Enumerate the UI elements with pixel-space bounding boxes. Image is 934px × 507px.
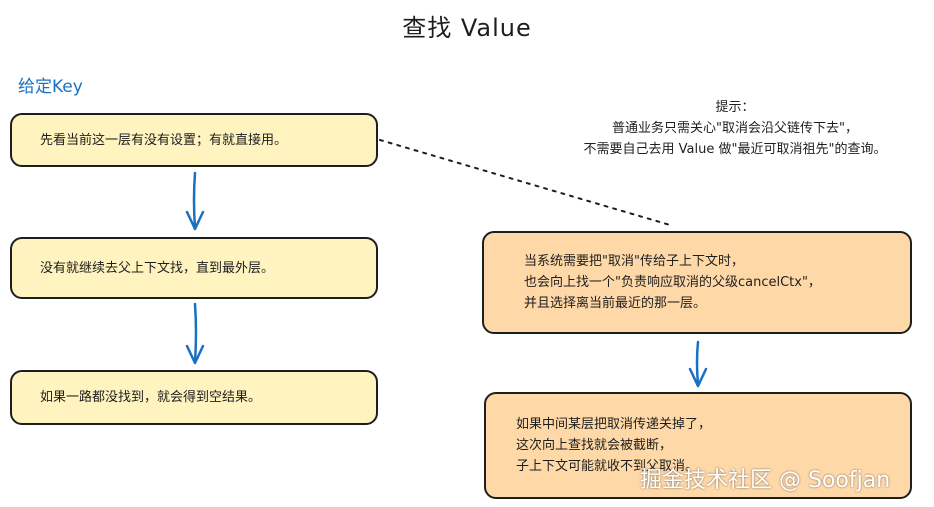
step-box-check-current: 先看当前这一层有没有设置；有就直接用。 xyxy=(10,113,378,167)
arrow-step1-to-step2 xyxy=(185,171,205,231)
step-text: 没有就继续去父上下文找，直到最外层。 xyxy=(40,260,275,276)
arrow-step4-to-step5 xyxy=(688,340,708,388)
given-key-label: 给定Key xyxy=(18,77,83,97)
hint-note: 提示： 普通业务只需关心"取消会沿父链传下去"， 不需要自己去用 Value 做… xyxy=(545,97,925,160)
note-line: 并且选择离当前最近的那一层。 xyxy=(524,296,707,311)
watermark: 掘金技术社区 @ Soofjan xyxy=(640,468,891,493)
arrow-step2-to-step3 xyxy=(185,302,205,365)
step-text: 如果一路都没找到，就会得到空结果。 xyxy=(40,390,262,405)
hint-line: 提示： xyxy=(715,100,755,115)
hint-line: 普通业务只需关心"取消会沿父链传下去"， xyxy=(612,121,858,136)
note-line: 如果中间某层把取消传递关掉了， xyxy=(516,417,712,432)
hint-line: 不需要自己去用 Value 做"最近可取消祖先"的查询。 xyxy=(583,142,887,157)
note-box-cancel-cutoff: 如果中间某层把取消传递关掉了， 这次向上查找就会被截断， 子上下文可能就收不到父… xyxy=(484,392,912,499)
step-box-empty-result: 如果一路都没找到，就会得到空结果。 xyxy=(10,370,378,425)
step-box-search-parent: 没有就继续去父上下文找，直到最外层。 xyxy=(10,237,378,299)
note-line: 这次向上查找就会被截断， xyxy=(516,438,673,453)
note-line: 也会向上找一个"负责响应取消的父级cancelCtx"， xyxy=(524,275,821,290)
diagram-title: 查找 Value xyxy=(402,14,532,42)
note-box-cancel-propagation: 当系统需要把"取消"传给子上下文时， 也会向上找一个"负责响应取消的父级canc… xyxy=(482,231,912,334)
note-line: 子上下文可能就收不到父取消。 xyxy=(516,459,699,474)
step-text: 先看当前这一层有没有设置；有就直接用。 xyxy=(40,132,288,148)
note-line: 当系统需要把"取消"传给子上下文时， xyxy=(524,254,744,269)
